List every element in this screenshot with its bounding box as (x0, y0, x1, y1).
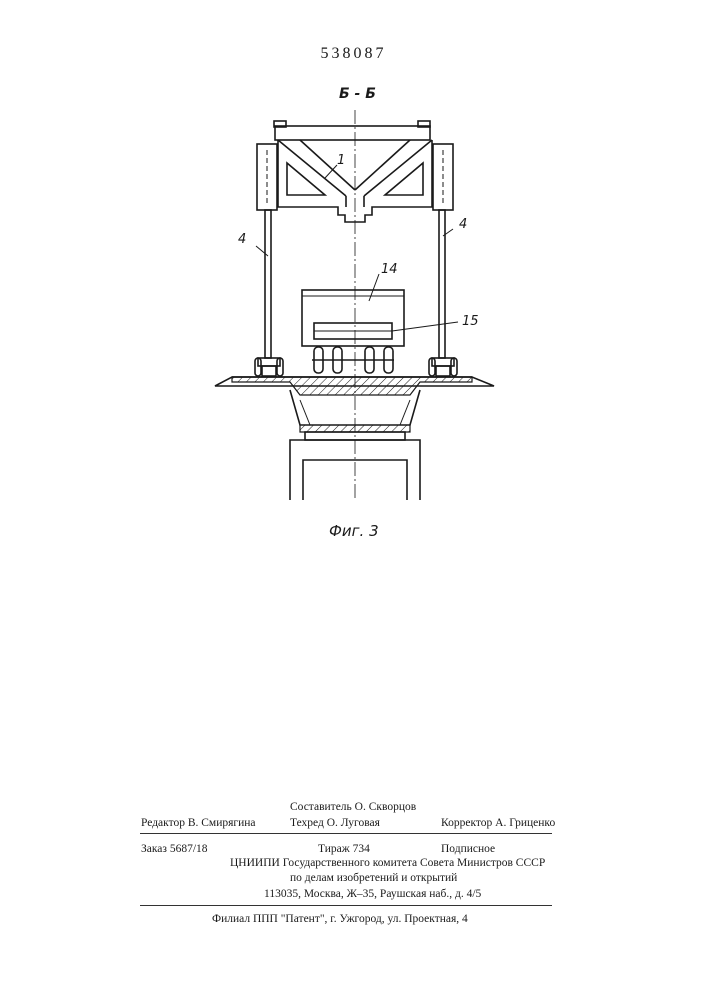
callout-1: 1 (337, 153, 345, 168)
compiler-label: Составитель (290, 801, 352, 813)
address-line: 113035, Москва, Ж–35, Раушская наб., д. … (264, 888, 481, 900)
cart-wheels (312, 347, 394, 373)
callout-14: 14 (381, 262, 398, 277)
order-number: 5687/18 (170, 843, 208, 855)
compiler-line: Составитель О. Скворцов (290, 801, 416, 813)
org-line-2: по делам изобретений и открытий (290, 872, 457, 884)
cart-body-part-14 (302, 290, 404, 346)
compiler-name: О. Скворцов (355, 801, 417, 813)
technical-drawing (0, 0, 707, 560)
techred-label: Техред (290, 817, 324, 829)
callout-15: 15 (462, 314, 479, 329)
figure-caption: Фиг. 3 (329, 522, 379, 540)
editor-label: Редактор (141, 817, 185, 829)
techred-line: Техред О. Луговая (290, 817, 380, 829)
top-beam (275, 126, 430, 140)
editor-line: Редактор В. Смирягина (141, 817, 256, 829)
callout-4-left: 4 (238, 232, 246, 247)
corrector-line: Корректор А. Гриценко (441, 817, 555, 829)
corrector-name: А. Гриценко (495, 817, 555, 829)
colophon-rule-top (140, 833, 552, 834)
techred-name: О. Луговая (327, 817, 380, 829)
corrector-label: Корректор (441, 817, 492, 829)
editor-name: В. Смирягина (188, 817, 256, 829)
left-leg-part-4 (265, 210, 271, 358)
order-line: Заказ 5687/18 (141, 843, 208, 855)
circulation-label: Тираж (318, 843, 350, 855)
callout-4-right: 4 (459, 217, 467, 232)
org-line-1: ЦНИИПИ Государственного комитета Совета … (230, 857, 545, 869)
section-label: Б - Б (339, 86, 376, 102)
right-leg-part-4 (439, 210, 445, 358)
branch-line: Филиал ППП "Патент", г. Ужгород, ул. Про… (212, 913, 468, 925)
circulation-line: Тираж 734 (318, 843, 370, 855)
order-label: Заказ (141, 843, 167, 855)
subscription-text: Подписное (441, 843, 495, 855)
bridge-deck (215, 377, 494, 440)
colophon-rule-bottom (140, 905, 552, 906)
circulation-value: 734 (353, 843, 370, 855)
